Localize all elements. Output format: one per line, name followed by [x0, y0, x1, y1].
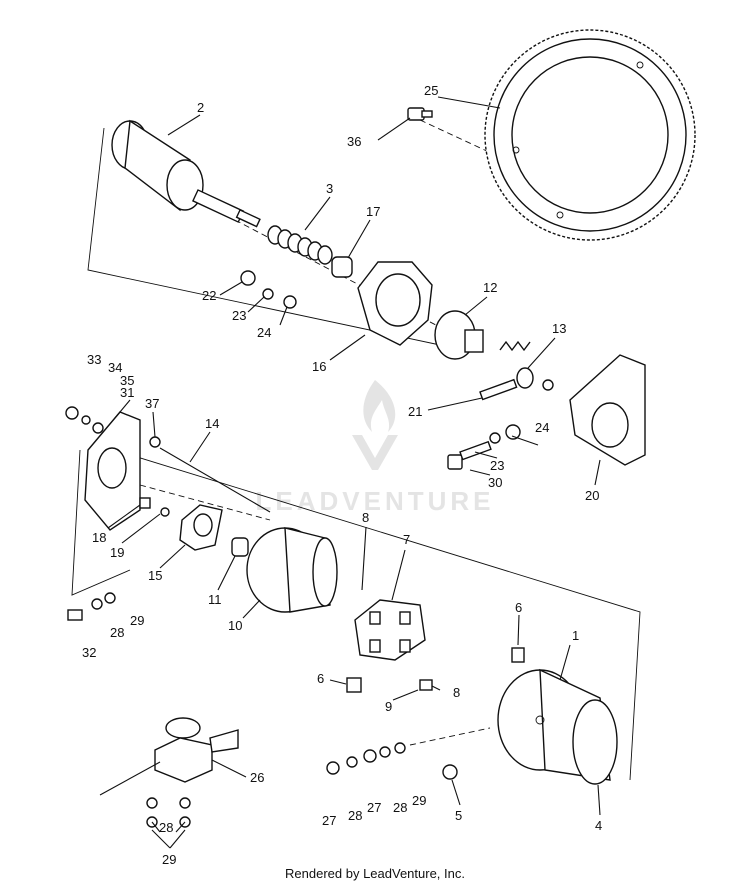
callout-32: 32 — [82, 645, 96, 660]
callout-34: 34 — [108, 360, 122, 375]
callout-28c: 28 — [159, 820, 173, 835]
callout-22: 22 — [202, 288, 216, 303]
terminal-hardware — [326, 742, 406, 775]
callout-19: 19 — [110, 545, 124, 560]
callout-14: 14 — [205, 416, 219, 431]
end-plate — [84, 411, 141, 531]
washer-28-left — [91, 598, 103, 610]
drive-spring — [499, 340, 554, 391]
callout-2: 2 — [197, 100, 204, 115]
callout-3: 3 — [326, 181, 333, 196]
armature — [111, 119, 261, 228]
end-plate-fasteners — [65, 406, 104, 434]
callout-10: 10 — [228, 618, 242, 633]
stud — [479, 378, 518, 401]
callout-28-left: 28 — [110, 625, 124, 640]
callout-15: 15 — [148, 568, 162, 583]
callout-20: 20 — [585, 488, 599, 503]
callout-26: 26 — [250, 770, 264, 785]
bracket-bolt — [447, 440, 492, 470]
through-bolt — [159, 447, 271, 513]
upper-nut-washers — [240, 270, 297, 309]
callout-35: 35 — [120, 373, 134, 388]
callout-6b: 6 — [317, 671, 324, 686]
render-credit: Rendered by LeadVenture, Inc. — [285, 866, 465, 881]
ring-gear — [484, 29, 696, 241]
callout-28a: 28 — [348, 808, 362, 823]
bolt-32 — [67, 609, 83, 621]
callout-27a: 27 — [322, 813, 336, 828]
watermark-text: LEADVENTURE — [255, 486, 494, 516]
washer-right-24 — [505, 424, 521, 440]
leader-lines — [107, 96, 601, 849]
callout-1: 1 — [572, 628, 579, 643]
callout-36: 36 — [347, 134, 361, 149]
ring-gear-bolt — [407, 107, 433, 121]
spring-washer-set — [267, 225, 333, 265]
callout-29a: 29 — [412, 793, 426, 808]
callout-33: 33 — [87, 352, 101, 367]
callout-29c: 29 — [162, 852, 176, 867]
callout-7: 7 — [403, 532, 410, 547]
field-frame — [497, 668, 618, 785]
callout-16: 16 — [312, 359, 326, 374]
washer-right-23 — [489, 432, 501, 444]
callout-37: 37 — [145, 396, 159, 411]
callout-23b: 23 — [490, 458, 504, 473]
watermark-logo: LEADVENTURE — [255, 380, 494, 516]
callout-8a: 8 — [362, 510, 369, 525]
screw-5 — [442, 764, 458, 780]
callout-27b: 27 — [367, 800, 381, 815]
washer-29-left — [104, 592, 116, 604]
screw-18 — [139, 497, 151, 509]
solenoid — [99, 717, 239, 828]
callout-labels: 1 2 3 4 5 6 6 7 8 8 9 10 11 12 13 14 15 … — [82, 83, 602, 867]
callout-9: 9 — [385, 699, 392, 714]
callout-18: 18 — [92, 530, 106, 545]
callout-13: 13 — [552, 321, 566, 336]
mounting-bracket-right — [569, 354, 646, 466]
callout-24a: 24 — [257, 325, 271, 340]
bushing — [331, 256, 353, 278]
brush-lower — [346, 677, 362, 693]
callout-17: 17 — [366, 204, 380, 219]
callout-24b: 24 — [535, 420, 549, 435]
callout-5: 5 — [455, 808, 462, 823]
callout-23a: 23 — [232, 308, 246, 323]
callout-29b: 29 — [130, 613, 144, 628]
callout-6a: 6 — [515, 600, 522, 615]
callout-30: 30 — [488, 475, 502, 490]
callout-28b: 28 — [393, 800, 407, 815]
washer-19 — [160, 507, 170, 517]
callout-12: 12 — [483, 280, 497, 295]
callout-31: 31 — [120, 385, 134, 400]
end-cap — [246, 527, 338, 613]
callout-8b: 8 — [453, 685, 460, 700]
pinion-gear — [434, 310, 484, 360]
brush-terminal — [419, 679, 433, 691]
brush-holder — [354, 599, 426, 661]
rear-bushing — [231, 537, 249, 557]
callout-21: 21 — [408, 404, 422, 419]
end-housing — [357, 261, 433, 346]
brush-bracket — [179, 504, 223, 551]
through-bolt-washer — [149, 436, 161, 448]
callout-11: 11 — [208, 592, 222, 607]
callout-25: 25 — [424, 83, 438, 98]
callout-4: 4 — [595, 818, 602, 833]
brush-upper — [511, 647, 525, 663]
